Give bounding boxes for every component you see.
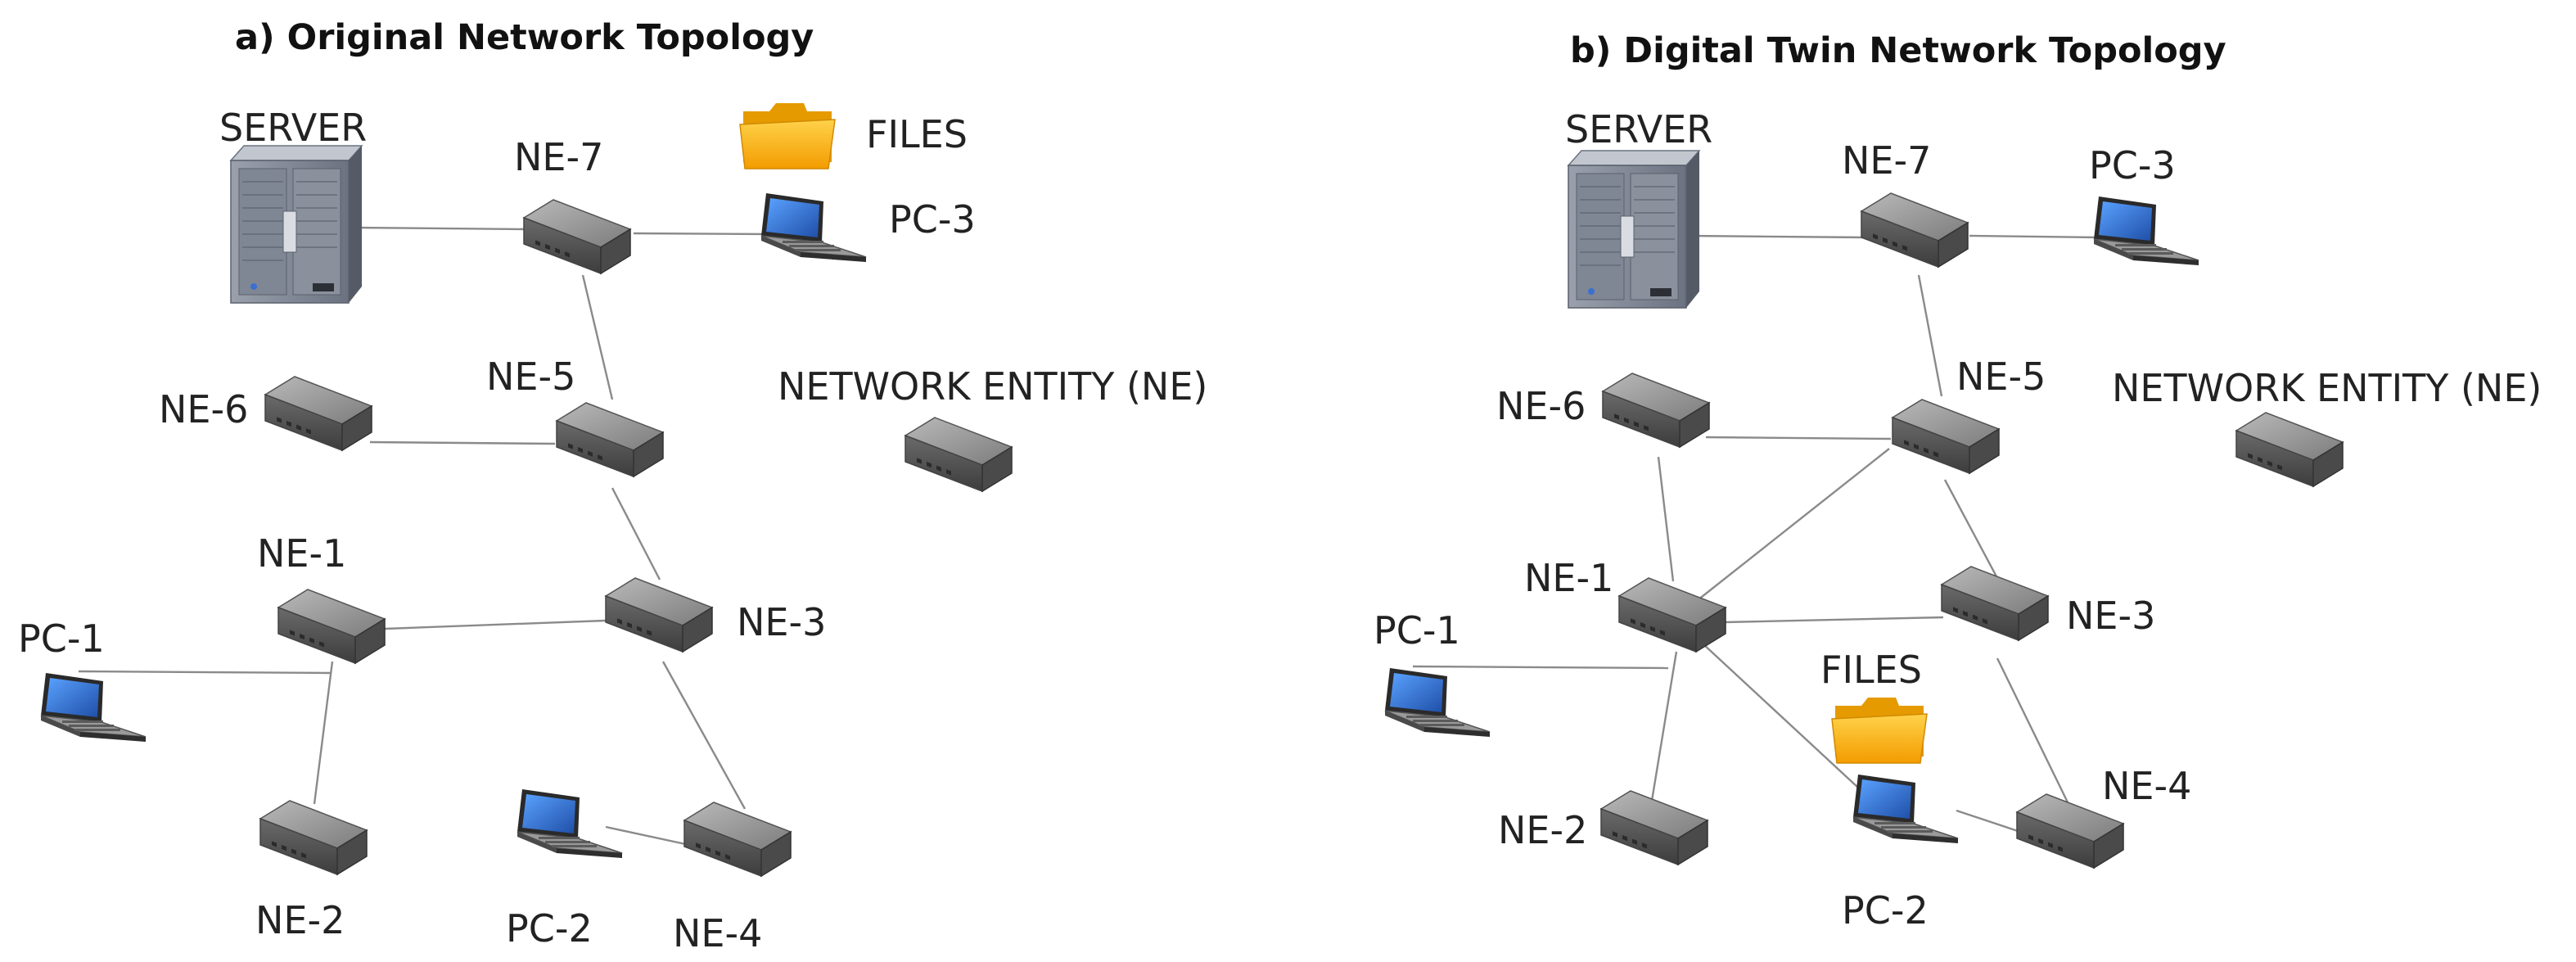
network-switch-icon — [1941, 566, 2049, 641]
network-switch-icon — [264, 376, 372, 451]
link-server-ne7 — [351, 226, 531, 231]
laptop-icon — [2093, 196, 2199, 266]
panel-b-title: b) Digital Twin Network Topology — [1570, 30, 2226, 71]
link-ne1-ne5 — [1685, 448, 1890, 610]
label-ne1: NE-1 — [1524, 556, 1613, 600]
network-switch-icon — [1600, 790, 1708, 865]
panel-b: b) Digital Twin Network Topology — [1374, 30, 2542, 933]
link-ne5-ne3 — [1943, 479, 1999, 579]
network-switch-icon — [277, 589, 386, 664]
link-ne7-pc3 — [1969, 234, 2098, 239]
laptop-icon — [1852, 774, 1959, 844]
label-ne4: NE-4 — [2102, 764, 2191, 808]
link-ne1-pc2 — [1702, 643, 1859, 788]
laptop-icon — [760, 192, 867, 263]
folder-icon — [1831, 697, 1928, 764]
network-switch-icon — [1618, 577, 1726, 653]
link-pc1-ne1 — [78, 670, 332, 675]
link-ne7-ne5 — [1917, 274, 1943, 397]
panel-b-links — [1412, 234, 2098, 837]
panel-a-devices — [40, 102, 1013, 877]
label-ne3: NE-3 — [737, 600, 826, 644]
label-server: SERVER — [219, 106, 367, 150]
label-ne7: NE-7 — [514, 135, 603, 179]
link-pc1-ne1 — [1412, 665, 1669, 670]
link-ne5-ne3 — [611, 487, 661, 580]
panel-a-labels: SERVER FILES NE-7 PC-3 NE-6 NE-5 NETWORK… — [18, 106, 1207, 955]
network-switch-icon — [1602, 373, 1710, 448]
label-pc2: PC-2 — [506, 906, 593, 951]
label-network-entity: NETWORK ENTITY (NE) — [2112, 366, 2542, 410]
link-ne6-ne5 — [369, 440, 556, 445]
link-ne6-ne1 — [1657, 456, 1675, 582]
label-files: FILES — [1820, 648, 1922, 692]
laptop-icon — [40, 672, 147, 743]
link-ne3-ne4 — [661, 661, 747, 810]
link-ne6-ne5 — [1705, 436, 1892, 440]
network-switch-icon — [683, 802, 792, 877]
label-ne6: NE-6 — [159, 387, 248, 431]
label-files: FILES — [866, 112, 968, 156]
network-switch-icon — [259, 800, 368, 875]
panel-a-title: a) Original Network Topology — [235, 17, 814, 58]
label-server: SERVER — [1565, 107, 1712, 151]
laptop-icon — [1384, 667, 1491, 738]
network-switch-icon — [556, 402, 664, 477]
network-switch-icon — [905, 417, 1013, 492]
label-ne5: NE-5 — [1956, 355, 2046, 399]
panel-b-devices — [1384, 150, 2344, 869]
label-pc3: PC-3 — [2089, 143, 2176, 187]
panel-a: a) Original Network Topology — [18, 17, 1207, 955]
label-pc1: PC-1 — [1374, 608, 1460, 653]
label-ne3: NE-3 — [2066, 594, 2155, 638]
label-pc2: PC-2 — [1842, 888, 1929, 933]
laptop-icon — [517, 788, 623, 859]
folder-icon — [739, 102, 836, 169]
link-ne1-ne3 — [384, 619, 607, 630]
label-ne2: NE-2 — [1498, 808, 1587, 852]
network-switch-icon — [605, 577, 713, 653]
link-pc2-ne4 — [605, 825, 690, 847]
network-switch-icon — [523, 199, 631, 274]
link-ne3-ne4 — [1996, 657, 2069, 803]
link-ne7-pc3 — [633, 232, 772, 236]
network-switch-icon — [2235, 412, 2344, 487]
label-ne5: NE-5 — [486, 355, 575, 399]
link-server-ne7 — [1687, 234, 1867, 239]
network-switch-icon — [1861, 192, 1969, 268]
link-ne1-ne2 — [1650, 651, 1678, 802]
server-icon — [230, 145, 363, 304]
link-ne1-ne3 — [1723, 616, 1944, 624]
label-pc1: PC-1 — [18, 616, 105, 661]
label-ne4: NE-4 — [673, 911, 762, 955]
link-ne1-ne2 — [313, 661, 334, 805]
label-ne2: NE-2 — [255, 898, 345, 942]
label-pc3: PC-3 — [889, 197, 976, 242]
label-ne1: NE-1 — [257, 531, 346, 576]
link-ne7-ne5 — [581, 274, 614, 400]
label-ne7: NE-7 — [1842, 138, 1931, 183]
label-network-entity: NETWORK ENTITY (NE) — [778, 364, 1207, 409]
network-switch-icon — [1892, 399, 2000, 474]
label-ne6: NE-6 — [1496, 384, 1586, 428]
server-icon — [1568, 150, 1700, 309]
panel-a-links — [78, 226, 772, 847]
panel-b-labels: SERVER NE-7 PC-3 NE-6 NE-5 NETWORK ENTIT… — [1374, 107, 2542, 933]
